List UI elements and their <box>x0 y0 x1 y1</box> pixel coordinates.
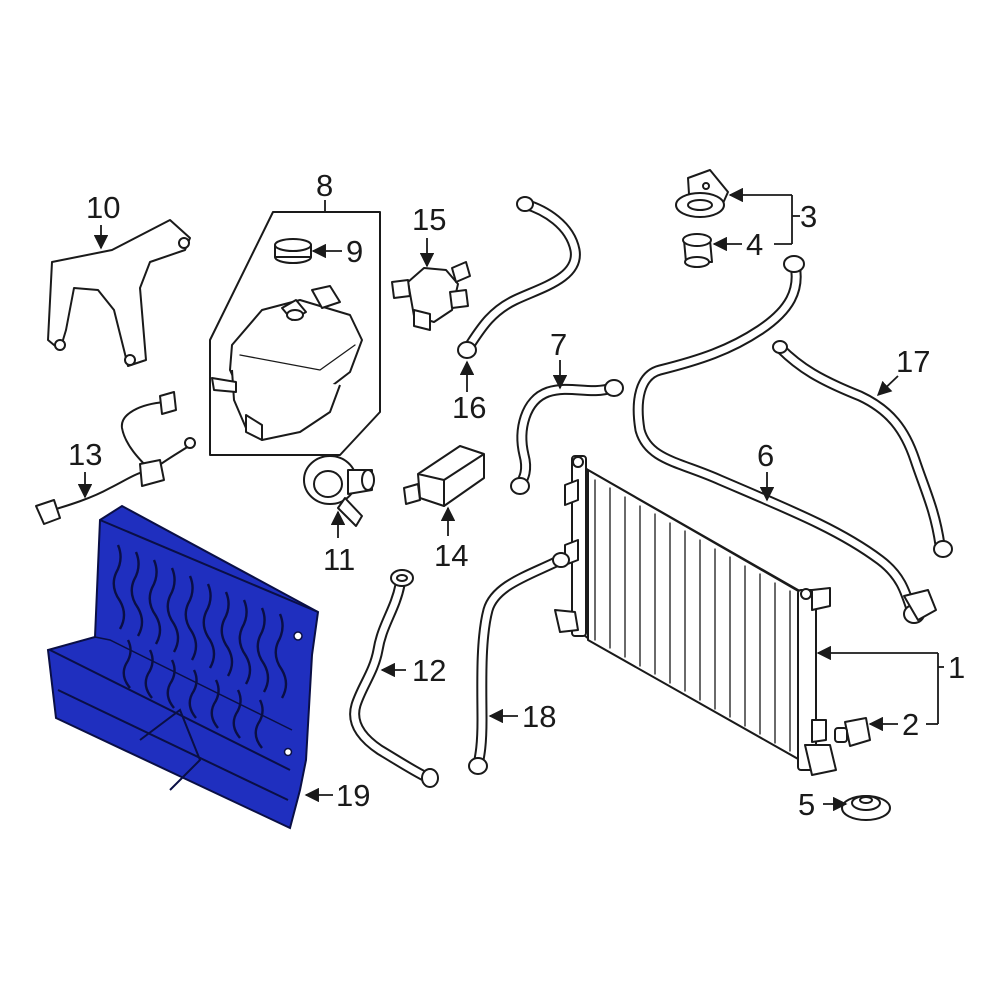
callout-7: 7 <box>550 327 567 362</box>
leader-lines <box>77 187 944 812</box>
callout-2: 2 <box>902 707 919 742</box>
callout-16: 16 <box>452 390 486 425</box>
part-12-hose[interactable] <box>349 569 439 788</box>
part-5-lower-isolator[interactable] <box>841 795 891 821</box>
callout-18: 18 <box>522 699 556 734</box>
part-8-coolant-reservoir[interactable] <box>209 211 381 456</box>
part-16-hose[interactable] <box>457 196 581 359</box>
part-1-radiator[interactable] <box>554 455 837 776</box>
callout-10: 10 <box>86 190 120 225</box>
part-15-control-valve[interactable] <box>391 261 471 331</box>
callout-19: 19 <box>336 778 370 813</box>
part-10-bracket[interactable] <box>47 219 191 367</box>
callout-9: 9 <box>346 234 363 269</box>
callout-13: 13 <box>68 437 102 472</box>
part-13-sensor-harness[interactable] <box>35 391 196 525</box>
part-18-hose[interactable] <box>468 552 570 775</box>
callout-11: 11 <box>323 542 355 577</box>
callout-14: 14 <box>434 538 468 573</box>
callout-labels: 10 8 9 15 16 3 4 7 17 6 13 11 14 12 18 1… <box>68 168 965 822</box>
part-19-air-deflector[interactable] <box>46 504 320 830</box>
part-7-hose[interactable] <box>510 379 624 495</box>
callout-4: 4 <box>746 227 763 262</box>
callout-6: 6 <box>757 438 774 473</box>
part-17-hose[interactable] <box>772 340 953 558</box>
callout-3: 3 <box>800 199 817 234</box>
callout-17: 17 <box>896 344 930 379</box>
part-14-control-module[interactable] <box>403 445 485 507</box>
part-3-upper-mount[interactable] <box>675 169 729 218</box>
part-2-drain-plug[interactable] <box>834 717 871 747</box>
callout-12: 12 <box>412 653 446 688</box>
part-4-isolator[interactable] <box>682 233 713 268</box>
callout-8: 8 <box>316 168 333 203</box>
callout-5: 5 <box>798 787 815 822</box>
callout-1: 1 <box>948 650 965 685</box>
part-9-reservoir-cap[interactable] <box>274 238 312 264</box>
callout-15: 15 <box>412 202 446 237</box>
part-11-water-pump[interactable] <box>303 455 375 527</box>
part-6-upper-hose[interactable] <box>632 255 937 624</box>
